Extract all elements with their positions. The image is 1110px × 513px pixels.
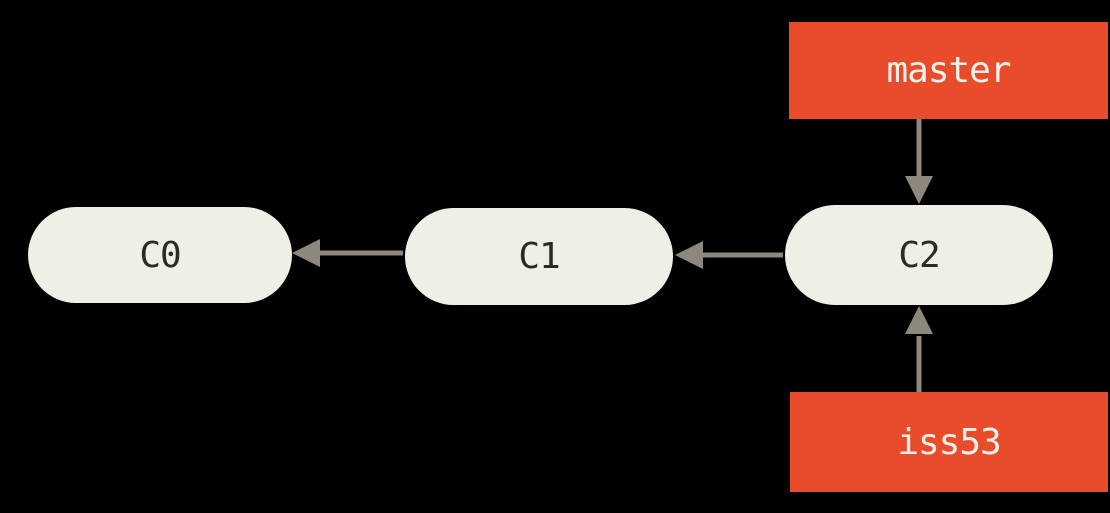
branch-label-master: master (789, 22, 1108, 119)
arrow-c2-to-c1-icon (675, 241, 783, 269)
arrow-master-to-c2-icon (905, 119, 933, 204)
commit-node-c1: C1 (405, 208, 673, 305)
branch-label-iss53: iss53 (790, 392, 1108, 492)
arrow-iss53-to-c2-icon (905, 306, 933, 392)
commit-node-c2: C2 (785, 205, 1053, 305)
commit-node-c0: C0 (28, 207, 292, 303)
arrow-c1-to-c0-icon (292, 239, 403, 267)
